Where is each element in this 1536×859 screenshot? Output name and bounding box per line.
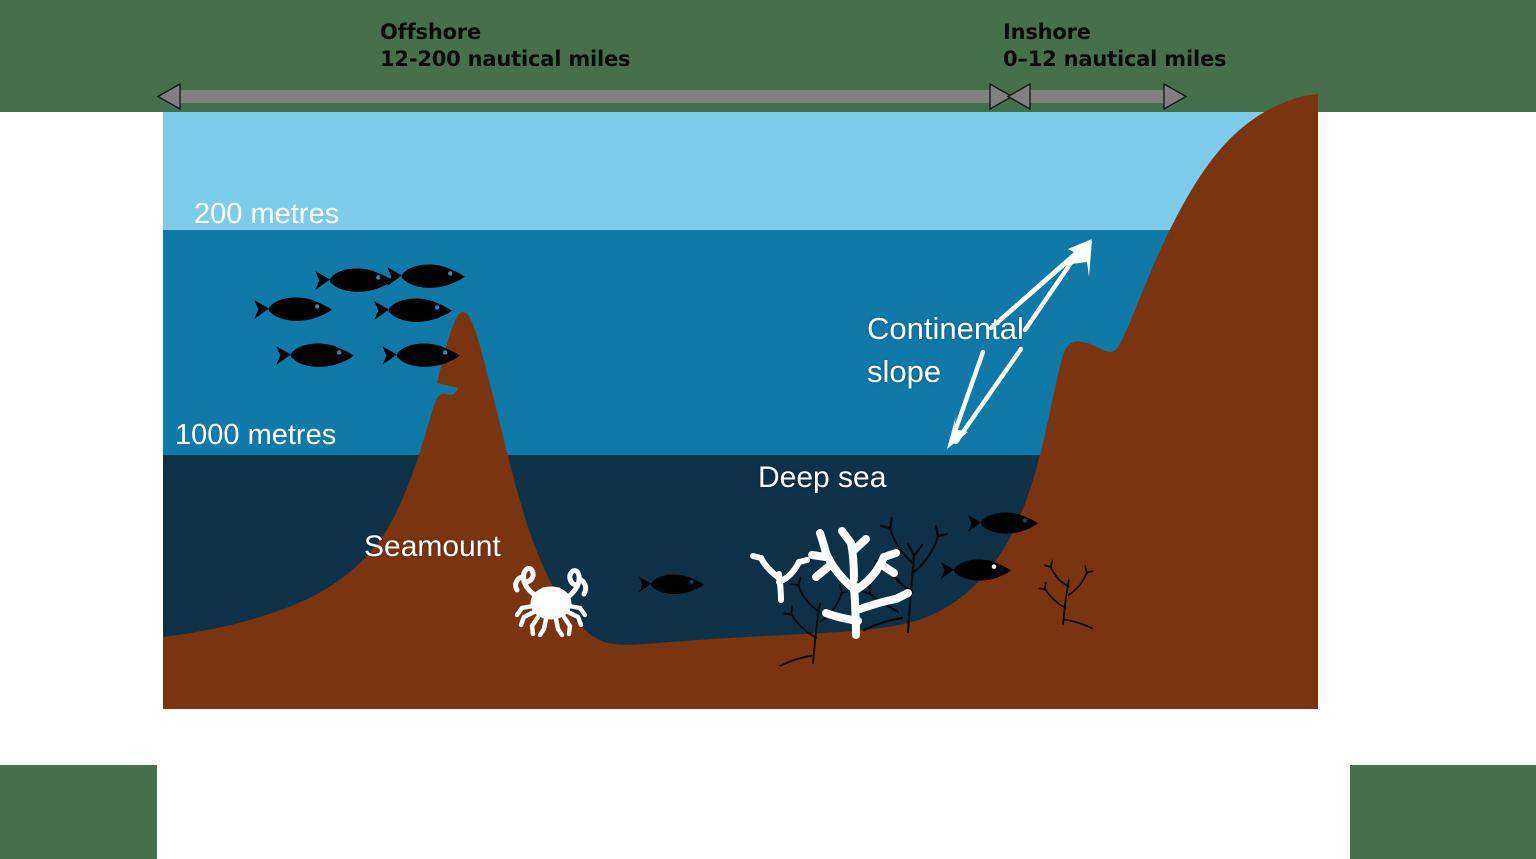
offshore-arrow bbox=[156, 82, 1014, 111]
seabed-terrain bbox=[163, 94, 1318, 709]
offshore-label: Offshore 12-200 nautical miles bbox=[380, 19, 631, 73]
white-coral bbox=[750, 527, 912, 639]
crab bbox=[513, 566, 589, 638]
depth-label-200m: 200 metres bbox=[194, 198, 340, 230]
depth-label-1000m: 1000 metres bbox=[175, 419, 337, 451]
fish bbox=[254, 297, 332, 321]
fish bbox=[940, 559, 1012, 581]
fish bbox=[967, 512, 1039, 534]
fish bbox=[276, 343, 354, 367]
black-coral-group bbox=[779, 516, 1094, 667]
fish bbox=[387, 264, 465, 288]
slope-arrow-lines bbox=[947, 239, 1092, 449]
fish bbox=[382, 343, 460, 367]
cross-section-svg bbox=[163, 94, 1318, 709]
fish bbox=[374, 298, 452, 322]
deep-sea-fish-group bbox=[638, 512, 1039, 594]
deep-sea-label: Deep sea bbox=[758, 461, 887, 494]
inshore-label-line1: Inshore bbox=[1003, 20, 1091, 44]
scale-arrows bbox=[156, 82, 1188, 111]
offshore-label-line1: Offshore bbox=[380, 20, 482, 44]
seamount-label: Seamount bbox=[364, 530, 501, 563]
fish bbox=[638, 574, 705, 594]
background-band-bottom-left bbox=[0, 765, 157, 859]
fish-school bbox=[254, 264, 465, 367]
continental-slope-label-line1: Continental bbox=[867, 311, 1024, 346]
continental-slope-label: Continental slope bbox=[867, 307, 1024, 393]
inshore-label-line2: 0–12 nautical miles bbox=[1003, 47, 1227, 71]
inshore-label: Inshore 0–12 nautical miles bbox=[1003, 19, 1227, 73]
scale-bar: Offshore 12-200 nautical miles Inshore 0–1… bbox=[0, 0, 1536, 112]
background-band-bottom-right bbox=[1350, 765, 1536, 859]
fish bbox=[315, 268, 393, 292]
offshore-label-line2: 12-200 nautical miles bbox=[380, 47, 631, 71]
water-layer-shallow bbox=[163, 112, 1318, 230]
ocean-cross-section bbox=[163, 94, 1318, 709]
continental-slope-label-line2: slope bbox=[867, 354, 942, 389]
inshore-arrow bbox=[1006, 82, 1188, 111]
